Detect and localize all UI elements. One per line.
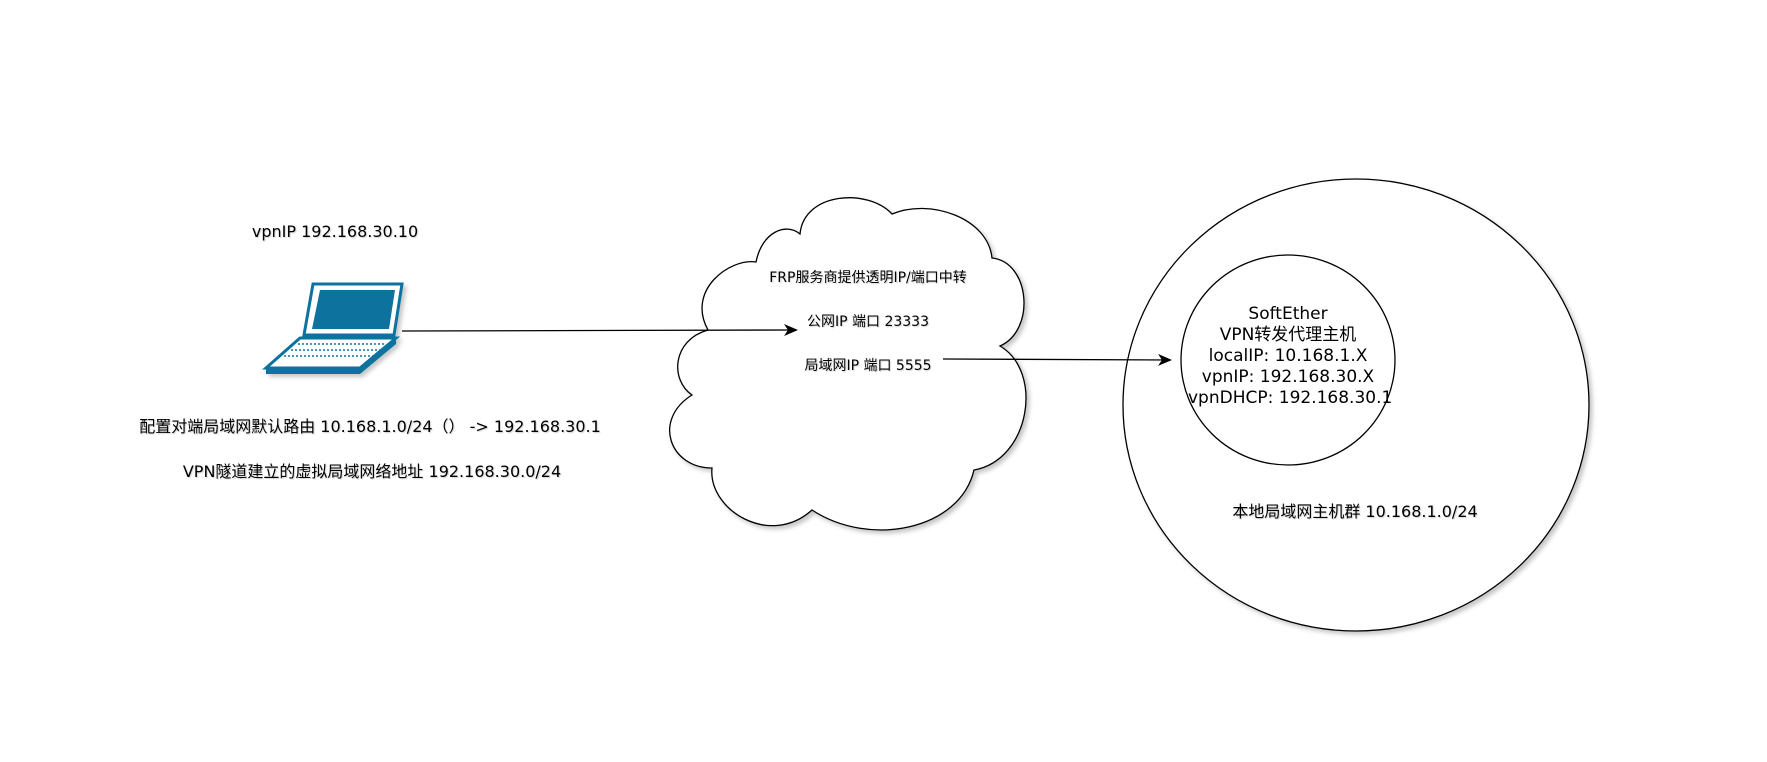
laptop-vpn-ip-label: vpnIP 192.168.30.10 bbox=[251, 222, 419, 241]
softether-line-2: VPN转发代理主机 bbox=[1219, 325, 1357, 345]
softether-line-3: localIP: 10.168.1.X bbox=[1208, 346, 1368, 366]
laptop-icon bbox=[262, 282, 404, 374]
arrow-cloud-to-softether bbox=[942, 353, 1172, 366]
cloud-lan-port: 局域网IP 端口 5555 bbox=[804, 358, 932, 374]
lan-group-label: 本地局域网主机群 10.168.1.0/24 bbox=[1232, 502, 1478, 521]
softether-line-1: SoftEther bbox=[1248, 304, 1328, 324]
softether-line-5: vpnDHCP: 192.168.30.1 bbox=[1188, 388, 1393, 408]
softether-circle bbox=[1180, 254, 1396, 466]
softether-line-4: vpnIP: 192.168.30.X bbox=[1201, 367, 1375, 387]
softether-label: SoftEther VPN转发代理主机 localIP: 10.168.1.X … bbox=[1188, 304, 1393, 409]
cloud-public-port: 公网IP 端口 23333 bbox=[806, 314, 930, 330]
cloud-title: FRP服务商提供透明IP/端口中转 bbox=[769, 270, 967, 286]
route-note: 配置对端局域网默认路由 10.168.1.0/24（） -> 192.168.3… bbox=[139, 417, 601, 436]
arrow-laptop-to-cloud bbox=[401, 324, 798, 337]
tunnel-note: VPN隧道建立的虚拟局域网络地址 192.168.30.0/24 bbox=[182, 462, 562, 481]
